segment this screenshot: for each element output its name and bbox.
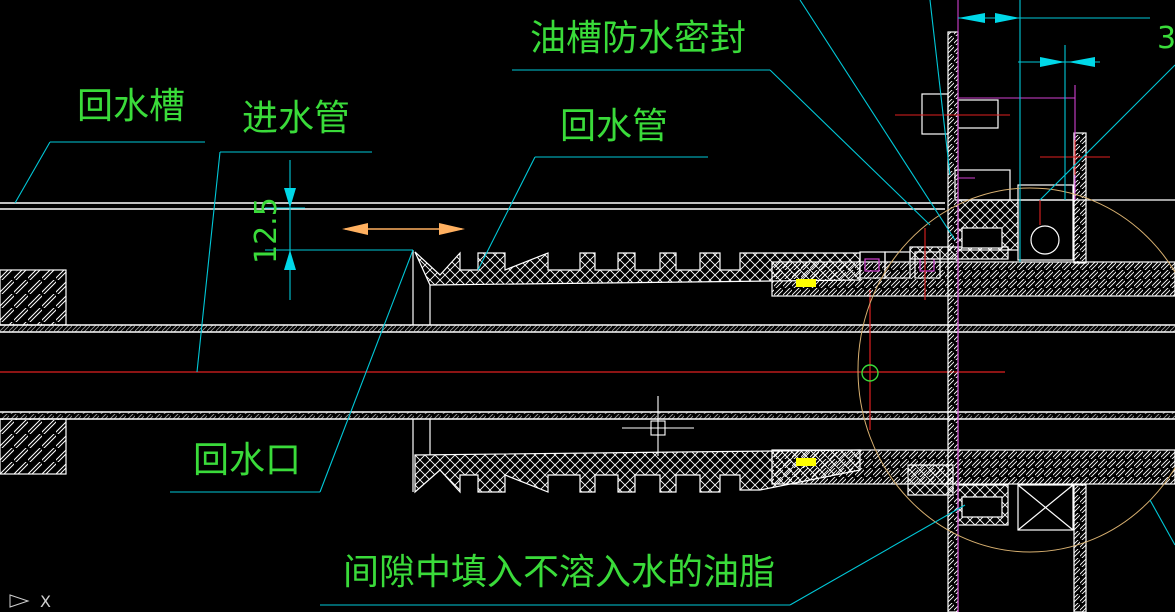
rotation-ellipse-arc [857,187,1175,553]
dimension-top-right: 3 [1157,21,1175,56]
dimension-12-5: 12.5 [249,197,284,264]
return-pipe-lower-serrated [412,419,861,494]
ucs-axis-icon: X [9,592,51,611]
pipe-wall-hatch-bottom [0,412,1175,419]
red-cross-marks [895,114,1110,300]
housing-upper-hatched [771,261,1175,297]
pipe-wall-hatch-top [0,325,1175,332]
leader-lines [14,0,1175,606]
ucs-x-label: X [40,592,51,611]
left-support-block-top [0,269,67,326]
label-inlet-pipe: 进水管 [242,98,350,139]
left-support-block-bottom [0,418,67,475]
dimension-arrows [284,13,1095,270]
right-flange-wall [921,31,1175,612]
crosshair-cursor-icon [622,396,694,456]
yellow-key-marker-upper [796,279,816,287]
label-grease-note: 间隙中填入不溶入水的油脂 [343,552,775,593]
center-point-marker [861,364,879,382]
label-return-pipe: 回水管 [560,106,668,147]
movement-double-arrow [342,223,465,235]
housing-lower-hatched [771,449,1175,496]
yellow-key-marker-lower [796,458,816,466]
label-return-outlet: 回水口 [193,440,301,481]
return-groove-outer-wall [0,202,945,210]
magenta-reference-lines [957,0,1076,612]
label-return-groove: 回水槽 [77,86,185,127]
label-oil-groove-seal: 油槽防水密封 [530,18,746,59]
